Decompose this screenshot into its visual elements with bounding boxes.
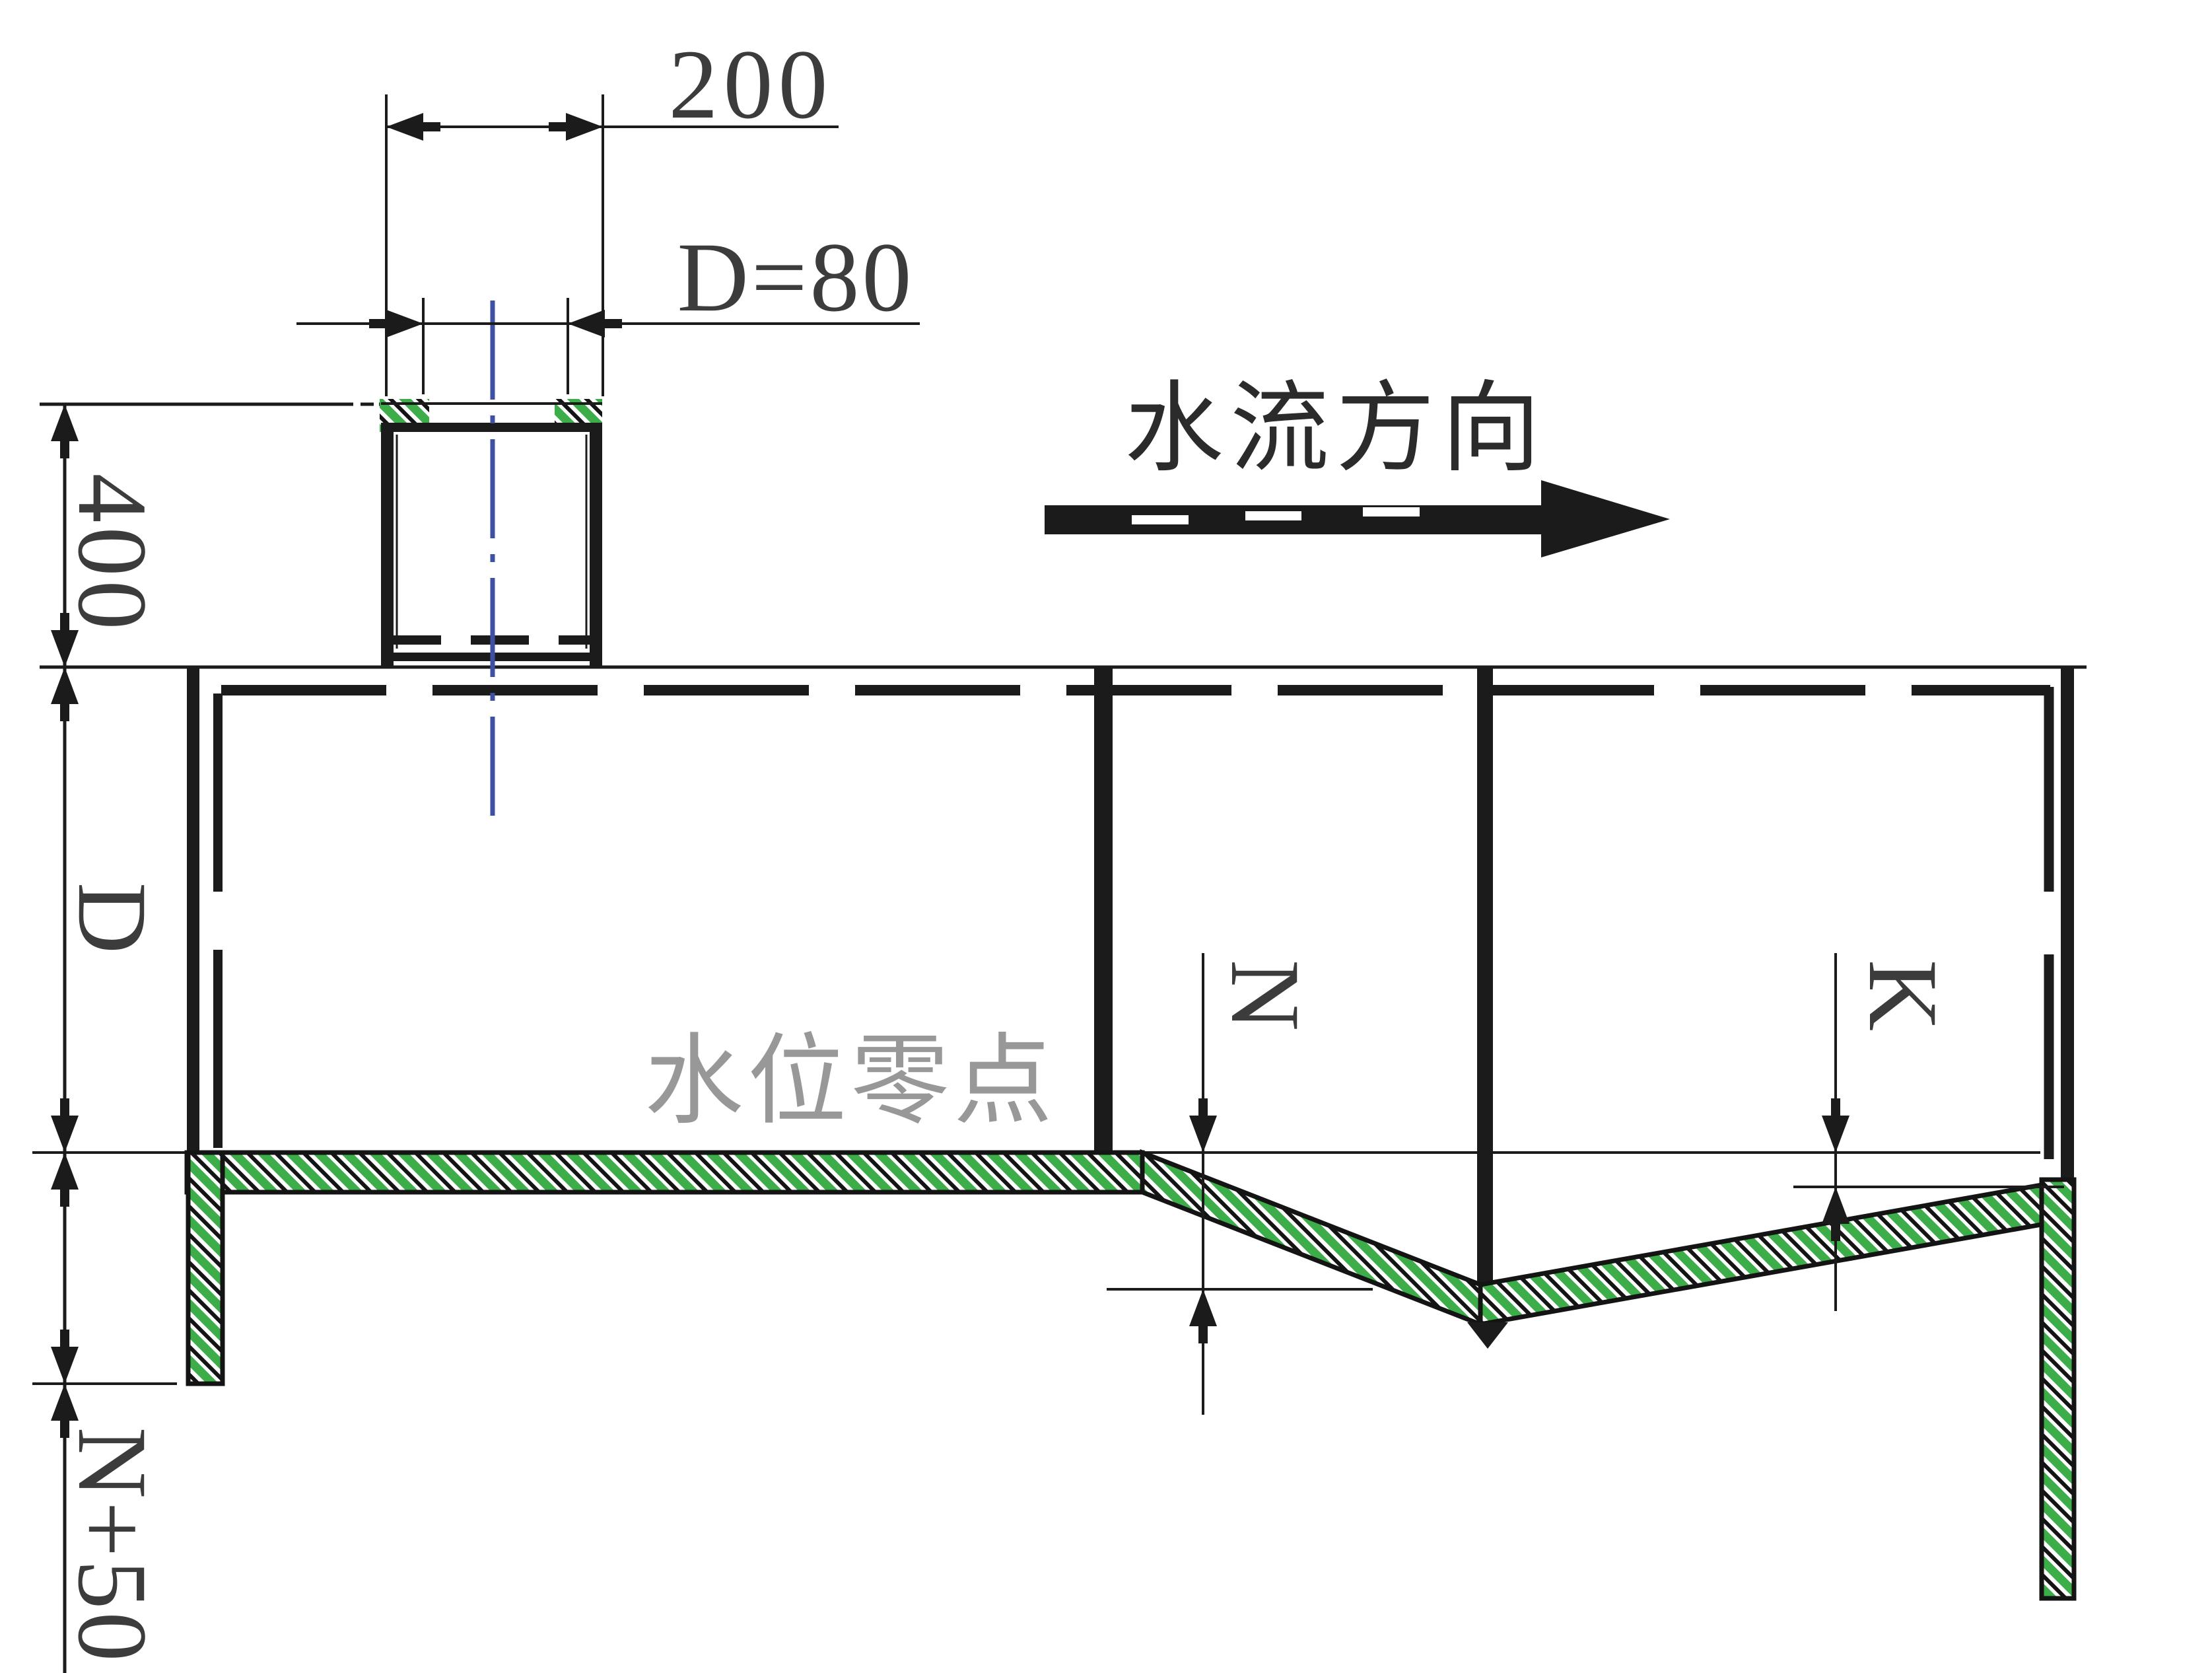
flow-direction-label: 水流方向 [1124, 373, 1547, 483]
divider-wall-1 [1094, 667, 1113, 1153]
arrow-down-icon [1189, 1116, 1217, 1153]
shaft-rim-slab [381, 423, 602, 432]
arrow-left-icon [568, 310, 605, 338]
flow-arrow-icon [1045, 480, 1670, 557]
water-level-zero-label: 水位零点 [644, 1025, 1056, 1136]
left-dimension-chain: 400 D N+50 [32, 404, 177, 1673]
arrow-up-stem [1831, 1224, 1840, 1241]
left-wall-footing [186, 1150, 225, 1386]
arrow-down-stem [60, 613, 69, 630]
arrow-left-icon [386, 113, 423, 141]
arrow-left-stem [605, 319, 622, 328]
arrow-right-icon [386, 310, 423, 338]
ground-lines [40, 402, 2087, 669]
left-wall-outer [187, 667, 199, 1153]
arrow-down-stem [1831, 1098, 1840, 1116]
dim-400-label: 400 [57, 474, 167, 634]
arrow-right-icon [566, 113, 603, 141]
flow-arrow-head [1541, 480, 1670, 557]
dimension-200: 200 [385, 30, 839, 396]
dim-n-label: N [1210, 960, 1320, 1031]
floor-slab-flat [184, 1150, 1145, 1195]
dimension-n: N [1107, 953, 1373, 1415]
arrow-down-icon [51, 1347, 79, 1384]
flow-arrow-dash-3 [1363, 507, 1420, 516]
dim-k-label: K [1848, 960, 1958, 1031]
arrow-right-stem [369, 319, 386, 328]
floor-low-point-tip [1467, 1322, 1508, 1349]
dim-200-arrows [386, 113, 603, 141]
divider-wall-2 [1477, 667, 1493, 1291]
dimension-d80: D=80 [296, 223, 920, 394]
arrow-up-stem [60, 441, 69, 458]
dim-d80-label: D=80 [677, 223, 915, 332]
arrow-left-stem [423, 122, 440, 131]
shaft-wall-right [590, 425, 602, 667]
dimension-k: K [1793, 953, 2064, 1311]
flow-arrow-dash-2 [1245, 511, 1301, 520]
dim-200-label: 200 [669, 30, 833, 139]
arrow-up-icon [1189, 1289, 1217, 1326]
arrow-up-icon [51, 667, 79, 704]
right-wall-outer [2061, 667, 2074, 1180]
dim-d-label: D [57, 882, 167, 954]
right-wall-footing [2039, 1177, 2077, 1601]
arrow-down-icon [1822, 1116, 1849, 1153]
arrow-down-icon [51, 1116, 79, 1153]
arrow-up-icon [51, 1384, 79, 1421]
arrow-up-icon [51, 1153, 79, 1190]
hatched-structure [184, 1149, 2077, 1601]
riser-shaft [380, 301, 602, 822]
flow-arrow-dash-1 [1132, 515, 1189, 524]
arrow-up-stem [60, 1421, 69, 1438]
arrow-up-stem [1198, 1326, 1208, 1343]
chain-arrows [51, 404, 79, 1438]
arrow-up-icon [51, 404, 79, 441]
floor-slope-down [1140, 1149, 1483, 1328]
arrow-down-icon [51, 630, 79, 667]
channel-walls [187, 667, 2074, 1291]
dim-d80-arrows [369, 310, 622, 338]
arrow-up-stem [60, 1190, 69, 1207]
shaft-wall-left [381, 425, 394, 667]
arrow-up-icon [1822, 1187, 1849, 1224]
arrow-down-stem [60, 1098, 69, 1116]
arrow-up-stem [60, 704, 69, 721]
arrow-right-stem [549, 122, 566, 131]
dim-n50-label: N+50 [57, 1427, 167, 1664]
flow-direction-annotation: 水流方向 [1045, 373, 1670, 557]
arrow-down-stem [60, 1330, 69, 1347]
arrow-down-stem [1198, 1098, 1208, 1116]
floor-slope-up [1478, 1180, 2052, 1328]
